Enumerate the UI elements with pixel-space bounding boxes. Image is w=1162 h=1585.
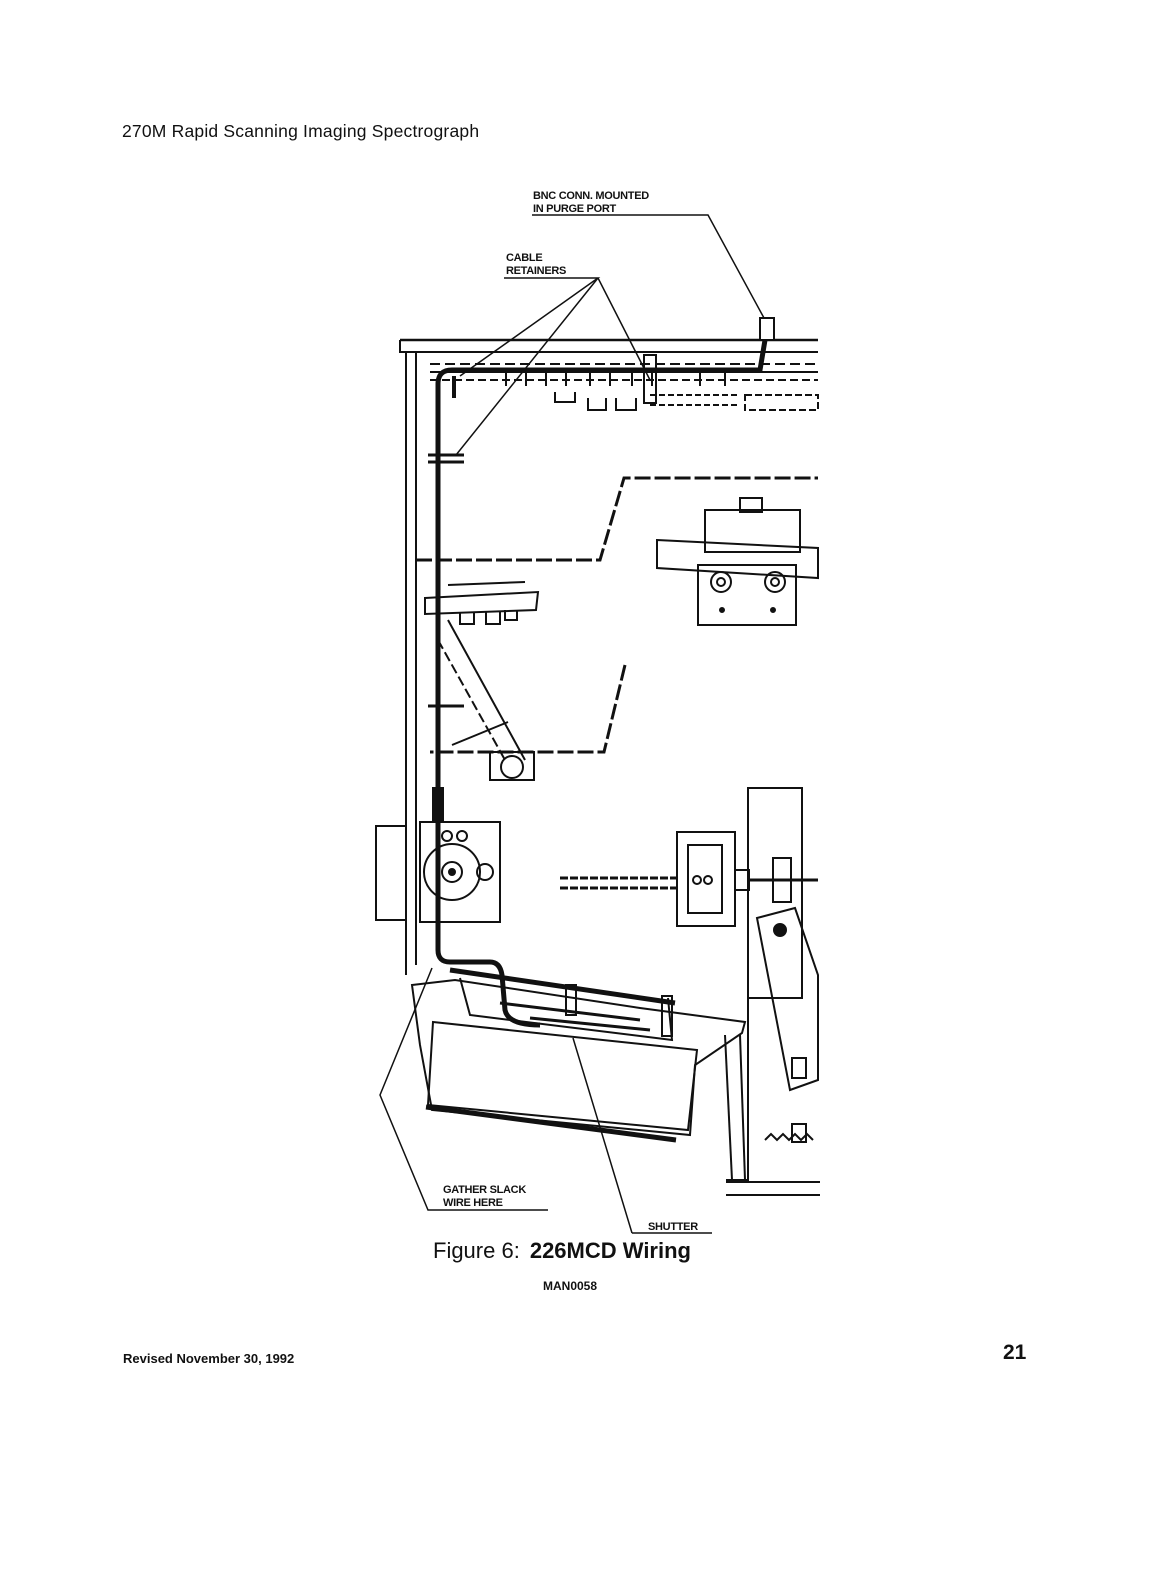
caption-label: Figure 6: [433,1238,520,1263]
figure-caption: Figure 6: 226MCD Wiring [433,1238,691,1264]
callout-bnc-line2: IN PURGE PORT [533,203,616,215]
revision-date: Revised November 30, 1992 [123,1351,294,1366]
detector-housing [412,970,745,1180]
callout-bnc-line1: BNC CONN. MOUNTED [533,190,649,202]
grating-turret [657,498,818,625]
callout-slack-line1: GATHER SLACK [443,1184,526,1196]
callout-slack-line2: WIRE HERE [443,1197,503,1209]
callout-cable-line1: CABLE [506,252,542,264]
page-number: 21 [1003,1341,1026,1365]
bnc-connector [760,318,774,340]
lever-spring [757,908,818,1142]
callout-cable-line2: RETAINERS [506,265,566,277]
drawing-id: MAN0058 [543,1279,597,1293]
mirror-assembly [425,582,538,780]
cable-run [438,322,765,1025]
caption-title: 226MCD Wiring [530,1238,691,1263]
callout-shutter: SHUTTER [648,1221,698,1233]
